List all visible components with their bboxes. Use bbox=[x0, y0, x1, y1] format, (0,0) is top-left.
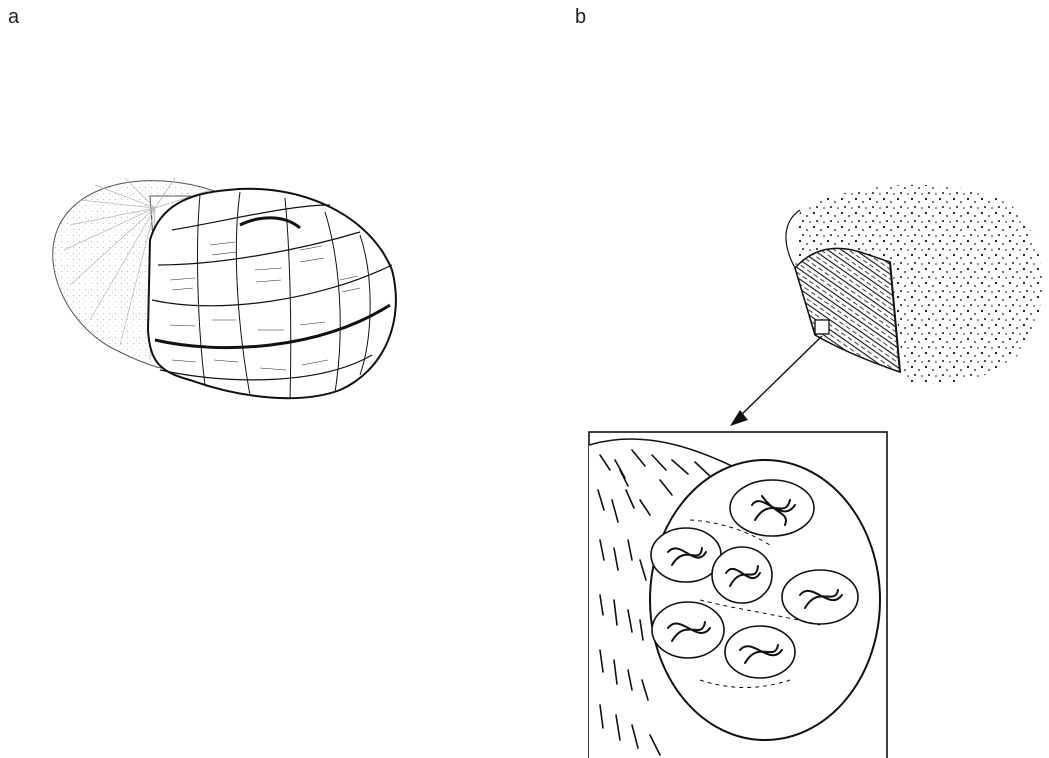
zoom-box bbox=[815, 320, 829, 334]
wedge-interior bbox=[790, 240, 905, 380]
fibrous-band bbox=[148, 189, 396, 398]
zoom-arrow bbox=[730, 336, 822, 426]
panel-b-sphere bbox=[786, 185, 1042, 384]
inset-crosssection bbox=[589, 432, 887, 758]
panel-a-illustration bbox=[53, 178, 396, 398]
